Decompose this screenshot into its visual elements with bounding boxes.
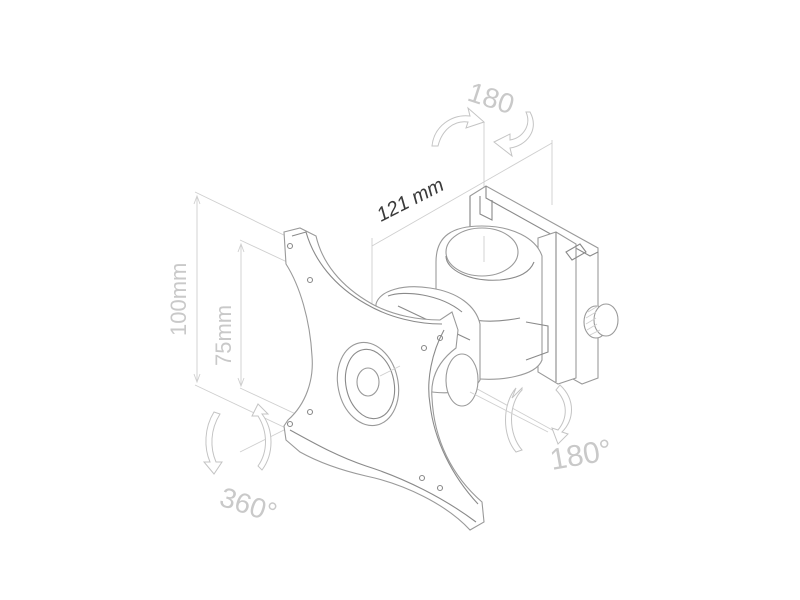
swivel-cylinder bbox=[435, 225, 549, 380]
dimension-vesa: 100mm 75mm bbox=[166, 191, 301, 431]
vesa-plate bbox=[283, 227, 485, 531]
vesa-holes bbox=[286, 242, 444, 492]
dimension-label-vesa-inner: 75mm bbox=[211, 305, 236, 366]
rotation-tilt-right: 180° bbox=[469, 384, 614, 477]
curved-arrow-icon bbox=[431, 106, 485, 147]
curved-arrow-icon bbox=[493, 111, 534, 158]
locking-knob bbox=[583, 303, 619, 339]
curved-arrow-icon bbox=[551, 384, 572, 445]
rotation-bottom: 360° bbox=[202, 403, 297, 529]
curved-arrow-icon bbox=[251, 403, 272, 471]
rotation-swivel-top: 180 bbox=[431, 76, 534, 235]
curved-arrow-icon bbox=[505, 386, 523, 453]
curved-arrow-icon bbox=[202, 411, 223, 475]
rotation-label-rotation: 360° bbox=[216, 481, 281, 528]
dimension-label-arm-length: 121 mm bbox=[373, 174, 447, 226]
dimension-label-vesa-outer: 100mm bbox=[166, 263, 191, 336]
